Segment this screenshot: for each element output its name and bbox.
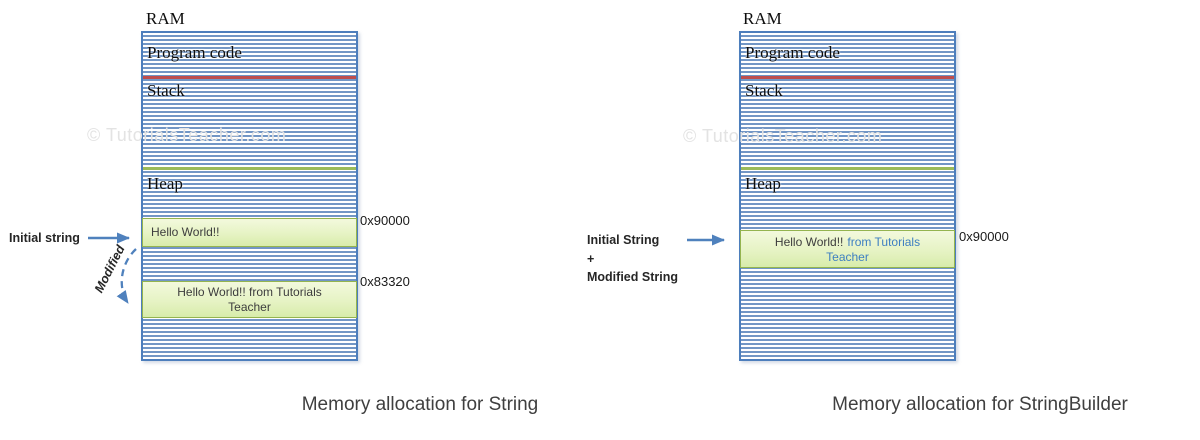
alloc-stringbuilder-text-blue: from Tutorials Teacher [826, 235, 921, 264]
annotation-modified: Modified [91, 242, 128, 296]
address-label-0x83320-left: 0x83320 [360, 274, 410, 289]
alloc-block-initial-string: Hello World!! [142, 218, 357, 247]
section-label-heap: Heap [147, 174, 183, 193]
divider-stack-heap-right [741, 167, 954, 170]
annotation-plus: + [587, 251, 595, 266]
ram-box-stringbuilder: Program code Stack Heap Hello World!!fro… [739, 31, 956, 361]
ram-title-right: RAM [743, 9, 782, 28]
alloc-block-modified-string-text: Hello World!! from Tutorials Teacher [177, 284, 322, 314]
ram-box-string: Program code Stack Heap Hello World!! He… [141, 31, 358, 361]
section-label-program-code-right: Program code [745, 43, 840, 62]
watermark-left: © TutorialsTeacher.com [87, 125, 287, 145]
annotation-initial-plus-modified: Initial String + Modified String [587, 231, 678, 287]
section-label-heap-right: Heap [745, 174, 781, 193]
divider-program-stack [143, 76, 356, 79]
address-label-0x90000-right: 0x90000 [959, 229, 1009, 244]
divider-program-stack-right [741, 76, 954, 79]
section-label-program-code: Program code [147, 43, 242, 62]
alloc-block-stringbuilder: Hello World!!from Tutorials Teacher [740, 230, 955, 268]
section-label-stack: Stack [147, 81, 185, 100]
caption-stringbuilder: Memory allocation for StringBuilder [832, 394, 1128, 415]
caption-string: Memory allocation for String [301, 394, 539, 415]
annotation-initial-string: Initial string [9, 231, 80, 245]
ram-title-left: RAM [146, 9, 185, 28]
address-label-0x90000-left: 0x90000 [360, 213, 410, 228]
watermark-right: © TutorialsTeacher.com [683, 126, 883, 146]
section-label-stack-right: Stack [745, 81, 783, 100]
divider-stack-heap [143, 167, 356, 170]
alloc-block-modified-string: Hello World!! from Tutorials Teacher [142, 281, 357, 318]
alloc-block-initial-string-text: Hello World!! [151, 225, 220, 239]
arrow-modified-dashed [116, 248, 137, 304]
alloc-stringbuilder-text-dark: Hello World!! [774, 235, 844, 249]
annotation-modified-string-right: Modified String [587, 270, 678, 284]
annotation-initial-string-right: Initial String [587, 233, 660, 247]
